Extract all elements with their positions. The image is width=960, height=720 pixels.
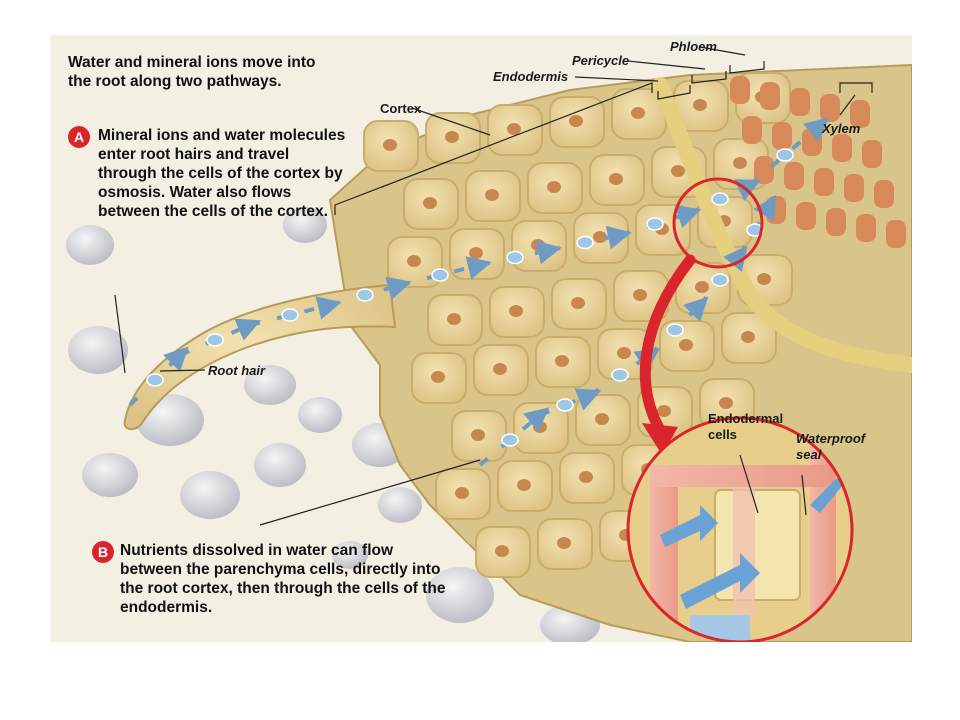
xylem-cell [886,220,906,248]
cortex-cell [403,178,459,230]
cortex-cell [489,286,545,338]
cortex-cell [511,220,567,272]
xylem-cell [874,180,894,208]
xylem-cell [796,202,816,230]
cortex-cell [451,410,507,462]
water-droplet [611,368,629,382]
xylem-cell [766,196,786,224]
label-phloem: Phloem [670,39,717,54]
step-a-badge: A [68,126,90,148]
cortex-cell [575,394,631,446]
xylem-cell [820,94,840,122]
cortex-cell [537,518,593,570]
cortex-cell [559,452,615,504]
root-cross-section-illustration [66,46,912,642]
xylem-cell [832,134,852,162]
cortex-cell [549,96,605,148]
step-b-text: Nutrients dissolved in water can flow be… [120,542,446,616]
cortex-cell [699,378,755,430]
label-endodermal-cells: Endodermal cells [708,411,784,442]
xylem-cell [856,214,876,242]
intro-text: Water and mineral ions move into the roo… [68,54,316,90]
water-droplet [711,273,729,287]
xylem-cell [730,76,750,104]
cortex-cell [535,336,591,388]
endodermis-highlight-circle [672,177,764,269]
cortex-cell [427,294,483,346]
xylem-cell [754,156,774,184]
water-droplet [506,250,524,265]
water-pathway-arrows [128,117,830,467]
cortex-cell [721,312,777,364]
step-b-badge: B [92,541,114,563]
water-droplet [146,373,164,387]
cortex-cell [435,468,491,520]
label-cortex: Cortex [380,101,422,116]
xylem-cell [772,122,792,150]
water-droplet [356,288,374,302]
root-hair-shape [123,283,397,431]
pericycle-band [652,77,912,373]
label-root-hair: Root hair [208,363,266,378]
water-droplet [431,268,449,282]
xylem-cell [850,100,870,128]
water-droplet [746,223,764,237]
xylem-cell [784,162,804,190]
zoom-arrow [639,254,696,436]
label-pericycle: Pericycle [572,53,630,68]
cortex-cell [475,526,531,578]
cortex-cell [465,170,521,222]
label-xylem: Xylem [822,121,861,136]
water-droplet [776,148,794,162]
cortex-cell [411,352,467,404]
xylem-cell [760,82,780,110]
water-droplet [646,217,664,231]
cortex-cell [573,212,629,264]
label-endodermis: Endodermis [493,69,569,84]
water-droplet [206,333,224,347]
xylem-cell [826,208,846,236]
water-droplet [556,398,574,412]
water-droplet [281,308,299,322]
cortex-cell [589,154,645,206]
water-droplet [711,192,729,206]
cortex-cell [527,162,583,214]
step-a-text: Mineral ions and water molecules enter r… [98,127,346,220]
xylem-cell [844,174,864,202]
endodermis-zoom-inset [626,416,854,642]
xylem-cell [862,140,882,168]
xylem-cell [814,168,834,196]
water-droplet [576,235,594,250]
xylem-cell [802,128,822,156]
cortex-cell [425,112,481,164]
label-leader-lines [114,46,873,526]
cortex-cell [387,236,443,288]
cortex-cell [497,460,553,512]
label-waterproof-seal: Waterproof seal [796,431,866,462]
cortex-cell [551,278,607,330]
cortex-cell [487,104,543,156]
cortex-cell [473,344,529,396]
cortex-cell [363,120,419,172]
water-droplet [666,323,684,337]
xylem-cell [790,88,810,116]
root-water-pathway-figure: Water and mineral ions move into the roo… [50,35,912,642]
xylem-cell [742,116,762,144]
water-droplet [501,433,519,447]
